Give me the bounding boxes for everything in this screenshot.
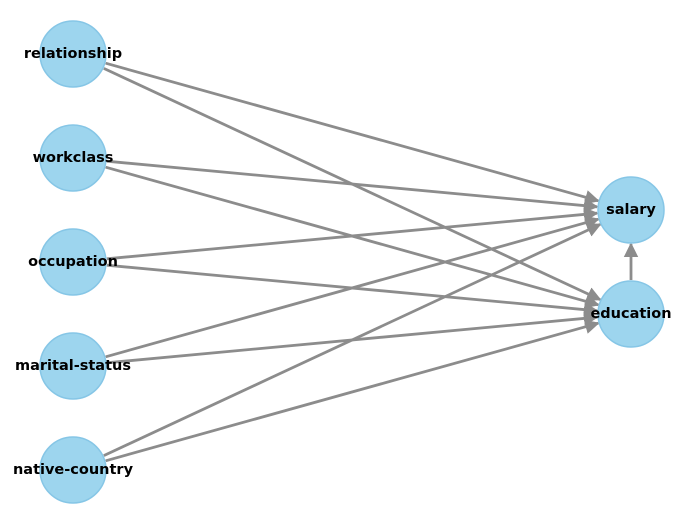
node-label: salary — [606, 202, 656, 218]
node-marital-status[interactable]: marital-status — [15, 332, 131, 400]
edge-native-country-to-salary — [103, 223, 602, 457]
node-label: education — [590, 306, 671, 322]
node-circle — [39, 228, 107, 296]
edge-marital-status-to-salary — [105, 215, 600, 359]
edge-occupation-to-salary — [106, 207, 599, 261]
node-education[interactable]: education — [590, 280, 672, 348]
node-native-country[interactable]: native-country — [13, 436, 134, 504]
node-circle — [39, 332, 107, 400]
node-label: marital-status — [15, 358, 131, 374]
node-circle — [39, 436, 107, 504]
node-workclass[interactable]: workclass — [33, 124, 114, 192]
node-circle — [597, 176, 665, 244]
node-circle — [597, 280, 665, 348]
nodes-layer: relationship workclass occupation marita… — [13, 20, 672, 504]
edge-workclass-to-salary — [106, 159, 599, 213]
edge-relationship-to-salary — [105, 61, 600, 205]
node-salary[interactable]: salary — [597, 176, 665, 244]
node-label: native-country — [13, 462, 134, 478]
node-label: workclass — [33, 150, 114, 166]
edge-native-country-to-education — [105, 319, 600, 463]
node-relationship[interactable]: relationship — [24, 20, 122, 88]
edges-layer — [103, 61, 639, 463]
node-circle — [39, 124, 107, 192]
node-label: relationship — [24, 46, 122, 62]
node-occupation[interactable]: occupation — [28, 228, 118, 296]
node-label: occupation — [28, 254, 118, 270]
node-circle — [39, 20, 107, 88]
